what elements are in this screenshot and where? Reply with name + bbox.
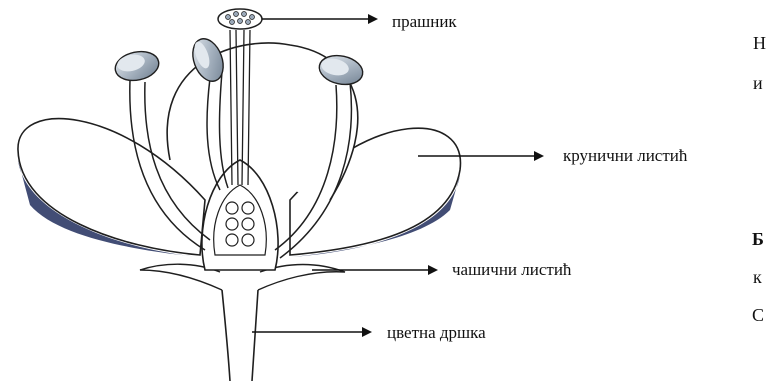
edge-text-1: Н <box>753 32 766 54</box>
label-stalk: цветна дршка <box>387 323 486 343</box>
anther-left <box>113 48 162 85</box>
edge-text-4: к <box>753 266 762 288</box>
arrow-stalk <box>252 327 372 337</box>
flower-stalk <box>222 290 258 381</box>
edge-text-3: Б <box>752 228 764 250</box>
edge-text-2: и <box>753 72 763 94</box>
edge-text-5: С <box>752 304 764 326</box>
label-anther: прашник <box>392 12 457 32</box>
label-petal: крунични листић <box>563 146 687 166</box>
arrow-anther <box>262 14 378 24</box>
label-sepal: чашични листић <box>452 260 571 280</box>
stigma <box>218 9 262 29</box>
arrow-sepal <box>312 265 438 275</box>
